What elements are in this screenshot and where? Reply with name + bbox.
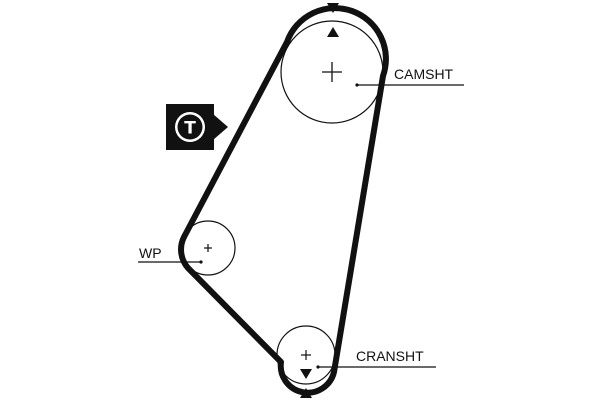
crankshaft-callout: CRANSHT (316, 348, 436, 369)
crankshaft-timing-mark-inner (300, 369, 312, 379)
water-pump-label: WP (139, 245, 162, 261)
camshaft-timing-mark-inner (327, 27, 339, 37)
camshaft-callout: CAMSHT (355, 66, 464, 87)
camshaft-label: CAMSHT (394, 66, 454, 82)
crankshaft-timing-mark-outer (300, 388, 312, 398)
crankshaft-pulley (276, 325, 336, 385)
water-pump-pulley (180, 220, 236, 276)
timing-belt (178, 5, 389, 396)
tensioner-icon: T (166, 104, 228, 150)
water-pump-callout: WP (138, 245, 203, 264)
camshaft-timing-mark-outer (327, 3, 339, 13)
camshaft-pulley (280, 20, 384, 124)
tensioner-letter: T (184, 119, 196, 139)
crankshaft-label: CRANSHT (356, 348, 424, 364)
